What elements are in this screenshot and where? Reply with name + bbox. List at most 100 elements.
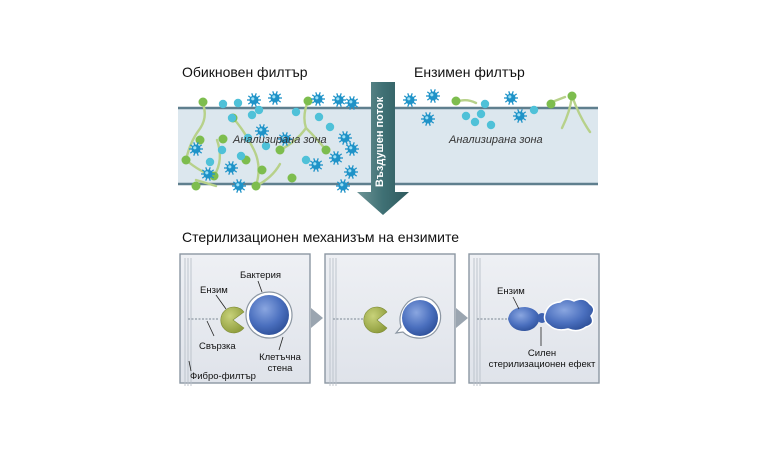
bacteria-highlight: [349, 146, 353, 150]
bacteria-highlight: [336, 97, 340, 101]
enzyme-particle: [191, 181, 201, 191]
enzyme-label-panel-3: Ензим: [497, 286, 525, 297]
bacteria-highlight: [333, 155, 337, 159]
bacteria-highlight: [517, 113, 521, 117]
bacteria-highlight: [430, 93, 434, 97]
bacteria-icon: [309, 158, 323, 172]
bacteria-icon: [232, 179, 246, 193]
bacteria-body: [313, 94, 323, 104]
bacteria-body: [334, 95, 344, 105]
spore-icon: [233, 98, 243, 108]
bacteria-highlight: [425, 116, 429, 120]
leader-bacteria: [257, 280, 263, 293]
spore-icon: [254, 105, 264, 115]
spore-icon: [476, 109, 486, 119]
enzyme-particle: [181, 155, 191, 165]
bacteria-icon: [224, 161, 238, 175]
bacteria-highlight: [272, 95, 276, 99]
enzyme-particle: [567, 91, 577, 101]
bacteria-highlight: [228, 165, 232, 169]
spore-icon: [227, 113, 237, 123]
enzyme-particle: [257, 165, 267, 175]
bacteria-icon: [426, 89, 440, 103]
enzyme-particle: [321, 145, 331, 155]
bacteria-icon: [345, 96, 359, 110]
bacteria-highlight: [259, 128, 263, 132]
enzyme-particle: [451, 96, 461, 106]
bacteria-body: [515, 111, 525, 121]
airborne-particles: [181, 89, 577, 193]
bacteria-highlight: [251, 97, 255, 101]
bacteria-body: [423, 114, 433, 124]
spore-icon: [261, 141, 271, 151]
enzyme-label: Ензим: [200, 285, 228, 296]
enzyme-particle: [198, 97, 208, 107]
bacteria-icon: [513, 109, 527, 123]
spore-icon: [314, 112, 324, 122]
cell-wall-label-line-1: Клетъчна: [259, 352, 301, 363]
bacteria-icon: [278, 132, 292, 146]
ruptured-bacteria-icon: [543, 298, 595, 332]
enzyme-fiber: [231, 116, 260, 188]
enzyme-particle: [275, 145, 285, 155]
bacteria-icon: [332, 93, 346, 107]
bacteria-highlight: [349, 100, 353, 104]
bacteria-highlight: [340, 183, 344, 187]
effect-label-line-1: Силен: [527, 348, 557, 359]
right-analyzed-zone-label: Анализирана зона: [449, 134, 543, 146]
effect-label-line-2: стерилизационен ефект: [488, 359, 596, 370]
spore-icon: [486, 120, 496, 130]
bacteria-icon: [201, 167, 215, 181]
enzyme-icon: [508, 307, 540, 331]
enzyme-fiber: [194, 178, 218, 188]
enzyme-filter-title: Ензимен филтър: [414, 64, 525, 80]
bacteria-body: [405, 95, 415, 105]
bacteria-highlight: [236, 183, 240, 187]
cell-wall-label-line-2: стена: [267, 363, 293, 374]
bacteria-icon: [329, 151, 343, 165]
cell-wall-label: Клетъчна стена: [256, 352, 304, 374]
spore-icon: [461, 111, 471, 121]
enzyme-icon: [220, 306, 245, 334]
bacteria-highlight: [313, 162, 317, 166]
bacteria-body: [203, 169, 213, 179]
ordinary-filter-title: Обикновен филтър: [182, 64, 308, 80]
enzyme-particle: [251, 181, 261, 191]
bacteria-body: [249, 95, 259, 105]
spore-icon: [217, 145, 227, 155]
left-analyzed-zone-label: Анализирана зона: [233, 134, 327, 146]
airflow-arrow-icon: [357, 82, 409, 215]
spore-icon: [218, 99, 228, 109]
spore-icon: [301, 155, 311, 165]
bacteria-body: [234, 181, 244, 191]
enzyme-icon: [363, 306, 388, 334]
bacteria-body: [270, 93, 280, 103]
mechanism-title: Стерилизационен механизъм на ензимите: [182, 229, 460, 245]
leader-enzyme: [215, 294, 227, 310]
bacteria-icon: [249, 295, 289, 335]
bacteria-body: [338, 181, 348, 191]
bacteria-icon: [189, 142, 203, 156]
bacteria-highlight: [205, 171, 209, 175]
bacteria-icon: [402, 300, 438, 336]
enzyme-particle: [303, 96, 313, 106]
bacteria-body: [347, 98, 357, 108]
fibro-filter-label: Фибро-филтър: [190, 371, 256, 382]
bacteria-icon: [338, 131, 352, 145]
spore-icon: [205, 157, 215, 167]
bacteria-icon: [504, 91, 518, 105]
leader-cell-wall: [278, 336, 284, 351]
bacteria-icon: [311, 92, 325, 106]
spore-icon: [325, 122, 335, 132]
bacteria-label: Бактерия: [240, 270, 282, 281]
bacteria-highlight: [342, 135, 346, 139]
bacteria-icon: [268, 91, 282, 105]
bacteria-icon: [344, 165, 358, 179]
bacteria-body: [191, 144, 201, 154]
bacteria-body: [340, 133, 350, 143]
bacteria-icon: [421, 112, 435, 126]
spore-icon: [243, 133, 253, 143]
enzyme-particle: [195, 135, 205, 145]
effect-label: Силен стерилизационен ефект: [477, 348, 607, 370]
